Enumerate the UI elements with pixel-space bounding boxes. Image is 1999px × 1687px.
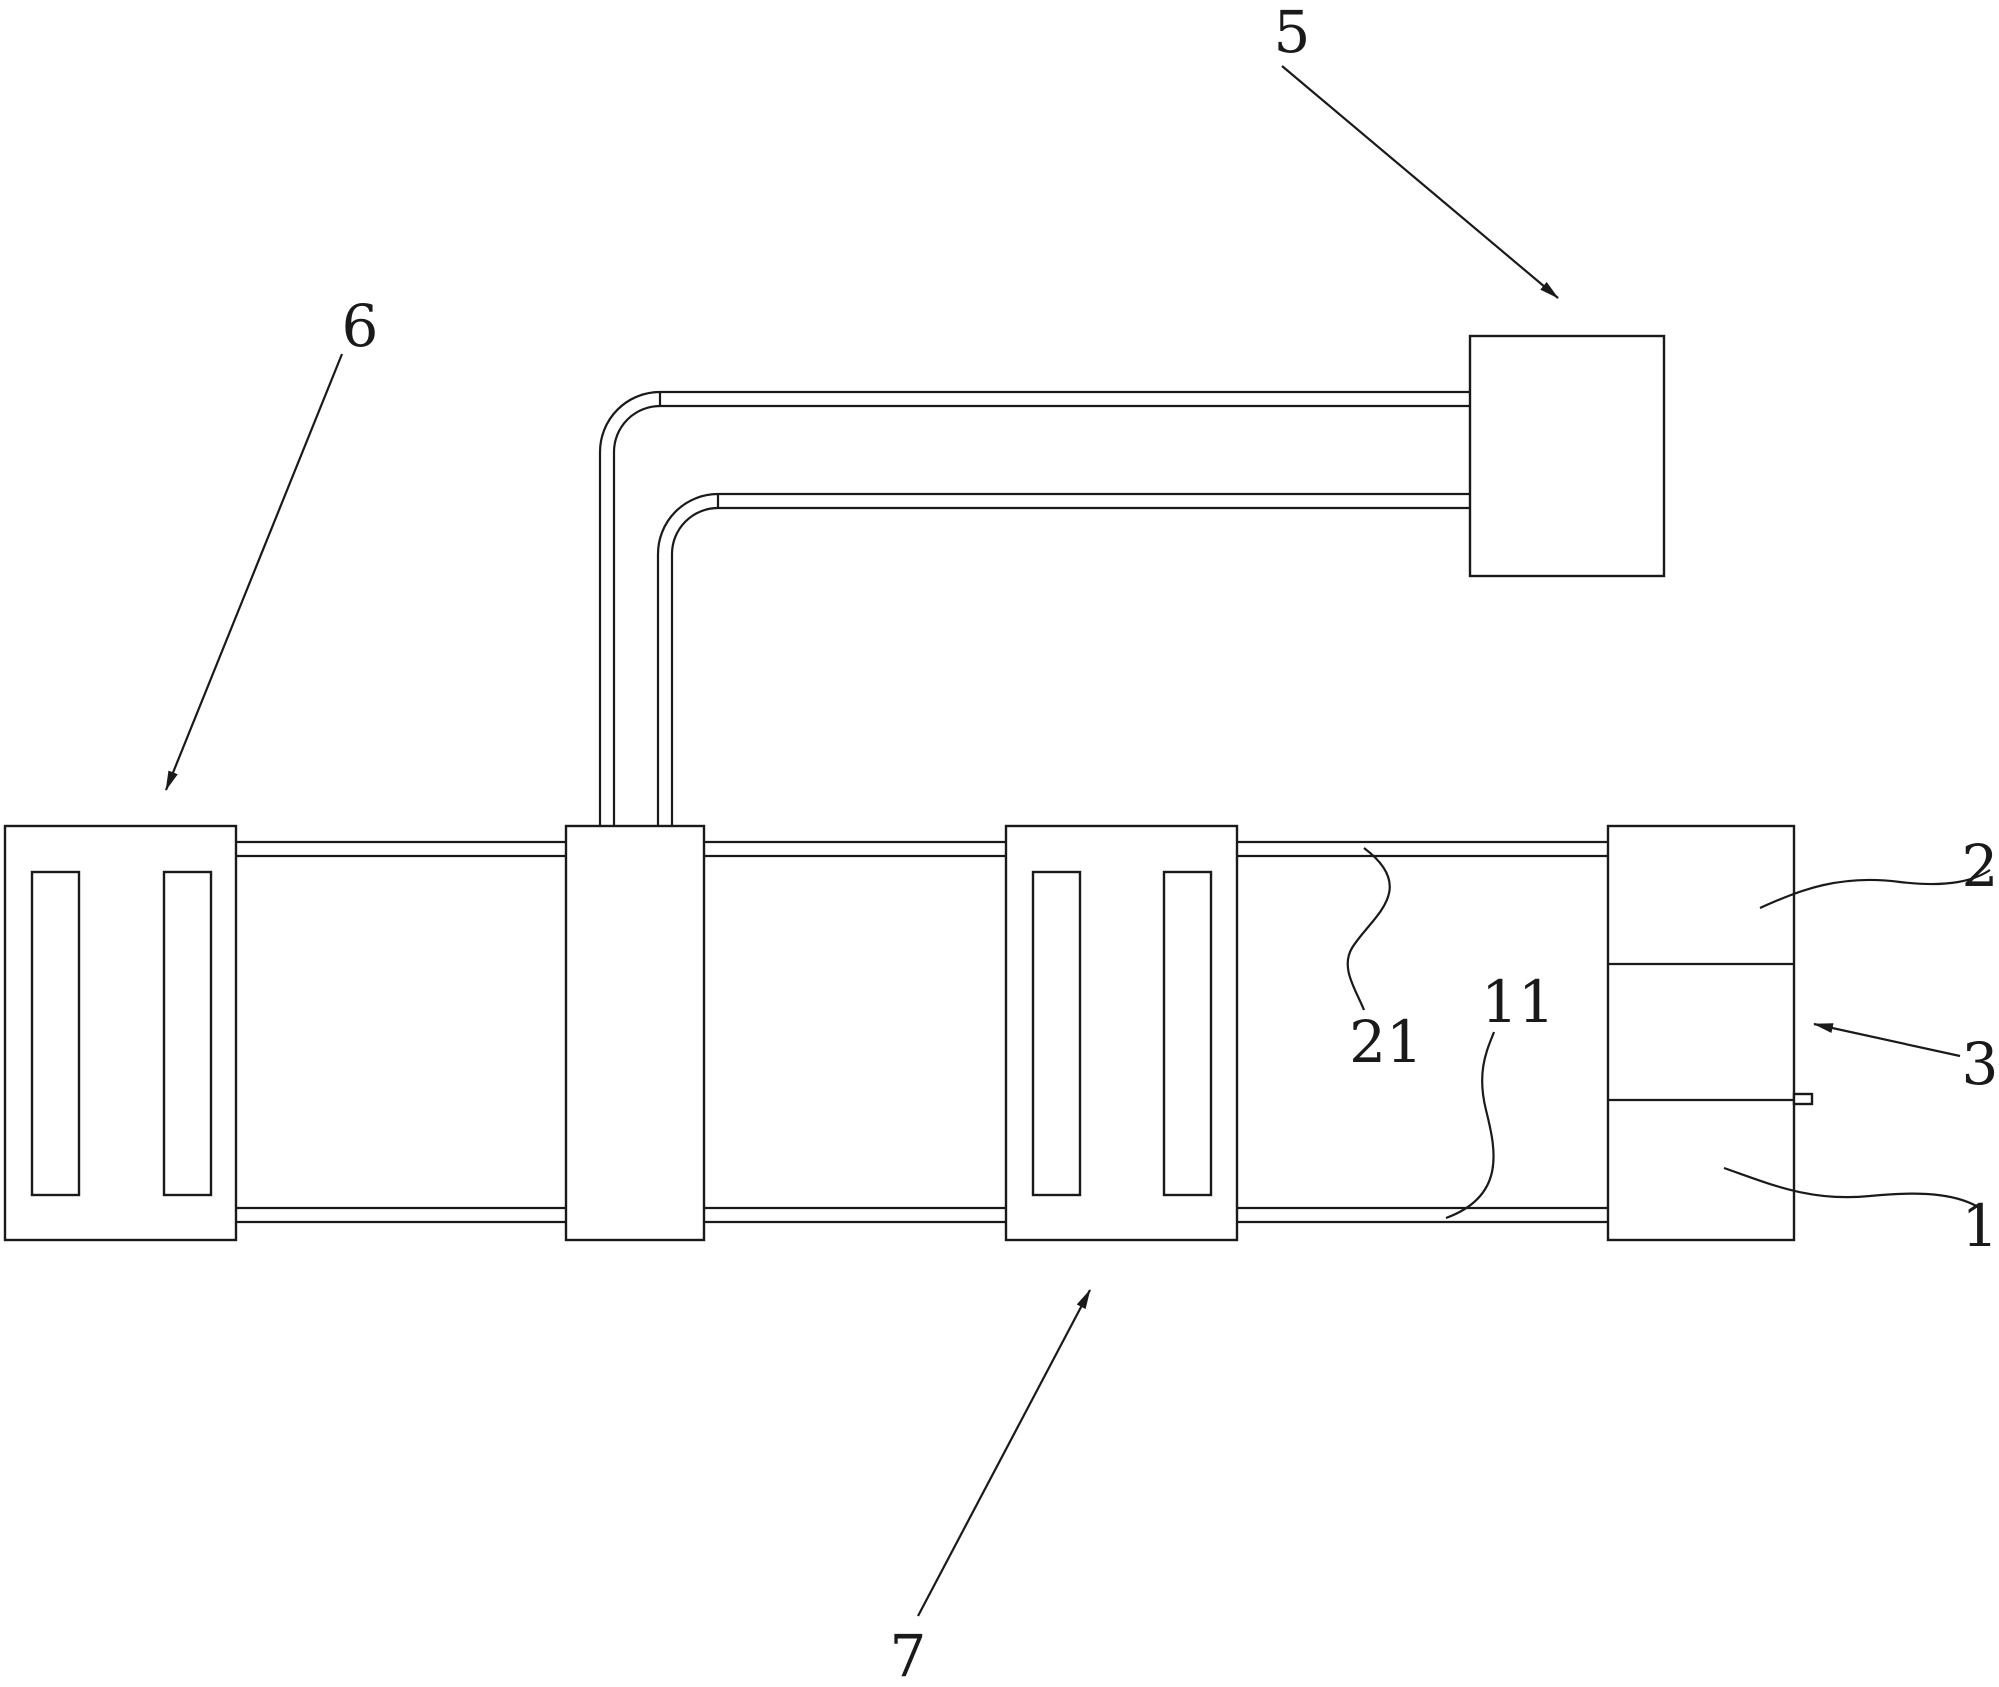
label-5: 5 — [1274, 0, 1311, 66]
label-1: 1 — [1962, 1192, 1999, 1260]
leader-arrow-6 — [164, 353, 344, 791]
leader-line-2 — [1759, 869, 1991, 910]
leader-line-11 — [1445, 1031, 1496, 1220]
label-3: 3 — [1962, 1030, 1999, 1098]
label-2: 2 — [1962, 832, 1999, 900]
leader-line-1 — [1723, 1166, 1981, 1209]
label-6: 6 — [342, 292, 379, 360]
bottom-rail — [236, 1206, 1608, 1224]
center-connector — [564, 824, 706, 1242]
label-7: 7 — [890, 1622, 927, 1687]
label-11: 11 — [1481, 968, 1555, 1036]
unit-box-5 — [1468, 334, 1666, 578]
right-stack — [1606, 824, 1814, 1242]
leader-line-21 — [1346, 847, 1391, 1011]
unit-6 — [3, 824, 238, 1242]
leader-arrow-3 — [1813, 1022, 1961, 1058]
leader-arrow-5 — [1281, 65, 1559, 299]
top-rail — [236, 840, 1608, 858]
inner-pipe — [656, 492, 1470, 826]
unit-7 — [1004, 824, 1239, 1242]
leader-arrow-7 — [917, 1289, 1091, 1617]
outer-pipe — [598, 390, 1470, 826]
label-21: 21 — [1349, 1008, 1423, 1076]
